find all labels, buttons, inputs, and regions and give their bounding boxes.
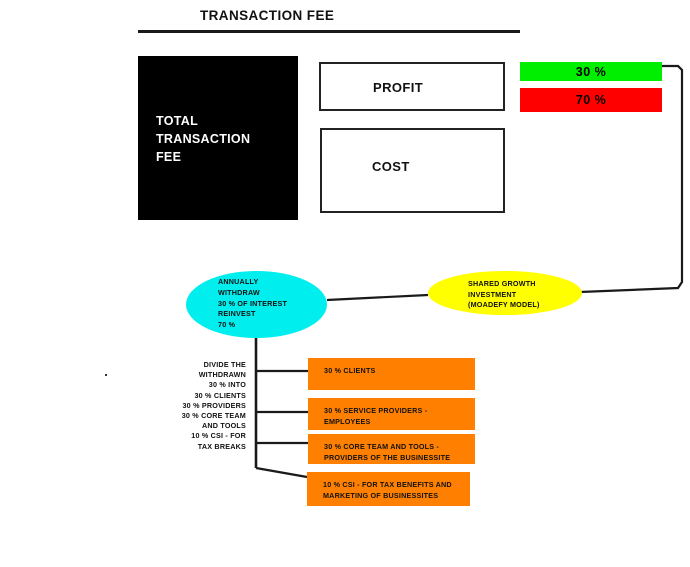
allocation-label: 30 % CLIENTS <box>324 366 376 375</box>
page-title: TRANSACTION FEE <box>200 8 335 23</box>
allocation-label: 30 % CORE TEAM AND TOOLS - PROVIDERS OF … <box>324 442 451 462</box>
cost-label: COST <box>372 159 410 174</box>
annual-withdraw-node: ANNUALLY WITHDRAW 30 % OF INTEREST REINV… <box>186 271 327 338</box>
allocation-label: 10 % CSI - FOR TAX BENEFITS AND MARKETIN… <box>323 480 452 500</box>
cost-box: COST <box>320 128 505 213</box>
divide-withdrawn-note: DIVIDE THE WITHDRAWN 30 % INTO 30 % CLIE… <box>181 360 246 451</box>
total-transaction-fee-label: TOTAL TRANSACTION FEE <box>156 114 251 164</box>
allocation-box-clients: 30 % CLIENTS <box>308 358 475 390</box>
cost-percentage-chip: 70 % <box>520 88 662 112</box>
total-transaction-fee-box: TOTAL TRANSACTION FEE <box>138 56 298 220</box>
title-underline <box>138 30 520 33</box>
profit-label: PROFIT <box>373 80 424 95</box>
allocation-box-csi: 10 % CSI - FOR TAX BENEFITS AND MARKETIN… <box>307 472 470 506</box>
annual-withdraw-label: ANNUALLY WITHDRAW 30 % OF INTEREST REINV… <box>218 277 288 330</box>
shared-growth-investment-label: SHARED GROWTH INVESTMENT (MOADEFY MODEL) <box>468 279 540 309</box>
allocation-label: 30 % SERVICE PROVIDERS - EMPLOYEES <box>324 406 428 426</box>
allocation-box-service-providers: 30 % SERVICE PROVIDERS - EMPLOYEES <box>308 398 475 430</box>
shared-growth-investment-node: SHARED GROWTH INVESTMENT (MOADEFY MODEL) <box>428 271 582 315</box>
allocation-box-core-team: 30 % CORE TEAM AND TOOLS - PROVIDERS OF … <box>308 434 475 464</box>
stray-dot-mark <box>105 374 107 376</box>
profit-box: PROFIT <box>319 62 505 111</box>
profit-percentage-chip: 30 % <box>520 62 662 81</box>
